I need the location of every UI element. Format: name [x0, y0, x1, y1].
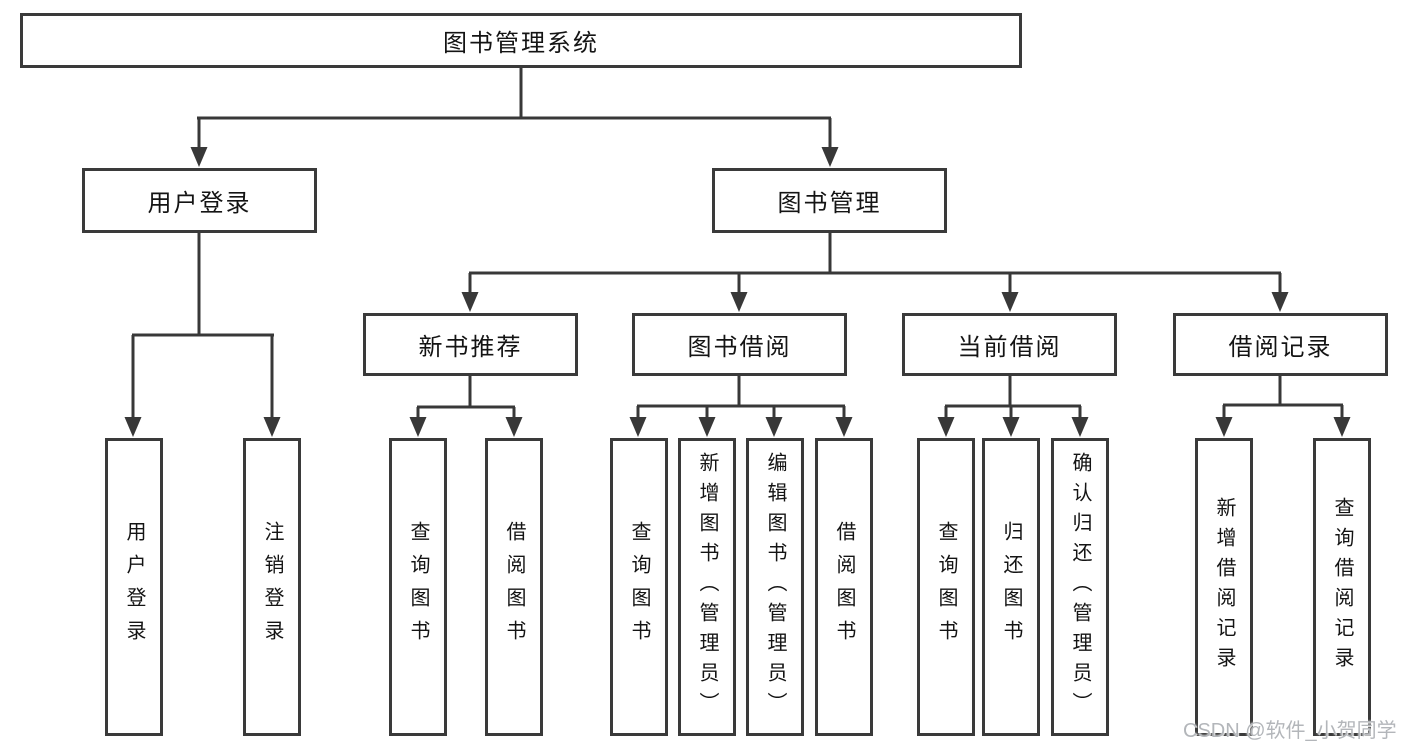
node-label: 注销登录	[261, 521, 283, 653]
arrowhead	[1071, 417, 1089, 437]
node-label: 用户登录	[147, 190, 252, 217]
node-label: 用户登录	[123, 521, 145, 653]
node-label: 查询图书	[935, 521, 957, 653]
node-root: 图书管理系统	[20, 13, 1022, 68]
leaf-user-login: 用户登录	[105, 438, 163, 736]
leaf-query-books-recommend: 查询图书	[389, 438, 447, 736]
arrowhead	[1333, 417, 1351, 437]
node-user-login: 用户登录	[82, 168, 317, 233]
node-label: 查询借阅记录	[1331, 497, 1353, 677]
node-current-borrow: 当前借阅	[902, 313, 1117, 376]
node-label: 编辑图书（管理员）	[764, 452, 786, 722]
arrowhead	[821, 147, 839, 167]
arrowhead	[937, 417, 955, 437]
arrowhead	[730, 292, 748, 312]
node-label: 查询图书	[407, 521, 429, 653]
arrowhead	[1271, 292, 1289, 312]
node-label: 图书管理系统	[443, 30, 599, 57]
arrowhead	[190, 147, 208, 167]
node-label: 图书管理	[777, 190, 882, 217]
leaf-edit-book-admin: 编辑图书（管理员）	[746, 438, 804, 736]
arrowhead	[263, 417, 281, 437]
node-label: 新增图书（管理员）	[696, 452, 718, 722]
arrowhead	[629, 417, 647, 437]
arrowhead	[124, 417, 142, 437]
arrowhead	[835, 417, 853, 437]
node-label: 图书借阅	[687, 334, 792, 361]
arrowhead	[698, 417, 716, 437]
node-label: 当前借阅	[957, 334, 1062, 361]
arrowhead	[409, 417, 427, 437]
arrowhead	[1001, 292, 1019, 312]
arrowhead	[1215, 417, 1233, 437]
arrowhead	[765, 417, 783, 437]
leaf-add-borrow-record: 新增借阅记录	[1195, 438, 1253, 736]
leaf-query-books-current: 查询图书	[917, 438, 975, 736]
leaf-return-book: 归还图书	[982, 438, 1040, 736]
node-book-borrow: 图书借阅	[632, 313, 847, 376]
node-label: 归还图书	[1000, 521, 1022, 653]
arrowhead	[505, 417, 523, 437]
arrowhead	[461, 292, 479, 312]
node-label: 借阅图书	[503, 521, 525, 653]
leaf-borrow-books-recommend: 借阅图书	[485, 438, 543, 736]
leaf-borrow-books: 借阅图书	[815, 438, 873, 736]
node-label: 新书推荐	[418, 334, 523, 361]
node-borrow-records: 借阅记录	[1173, 313, 1388, 376]
leaf-add-book-admin: 新增图书（管理员）	[678, 438, 736, 736]
node-label: 借阅图书	[833, 521, 855, 653]
node-book-management: 图书管理	[712, 168, 947, 233]
arrowhead	[1002, 417, 1020, 437]
leaf-query-borrow-record: 查询借阅记录	[1313, 438, 1371, 736]
leaf-query-books-borrow: 查询图书	[610, 438, 668, 736]
node-label: 确认归还（管理员）	[1069, 452, 1091, 722]
node-label: 新增借阅记录	[1213, 497, 1235, 677]
node-new-book-recommend: 新书推荐	[363, 313, 578, 376]
leaf-confirm-return-admin: 确认归还（管理员）	[1051, 438, 1109, 736]
node-label: 借阅记录	[1228, 334, 1333, 361]
csdn-watermark: CSDN @软件_小贺同学	[1183, 720, 1397, 742]
leaf-logout: 注销登录	[243, 438, 301, 736]
node-label: 查询图书	[628, 521, 650, 653]
